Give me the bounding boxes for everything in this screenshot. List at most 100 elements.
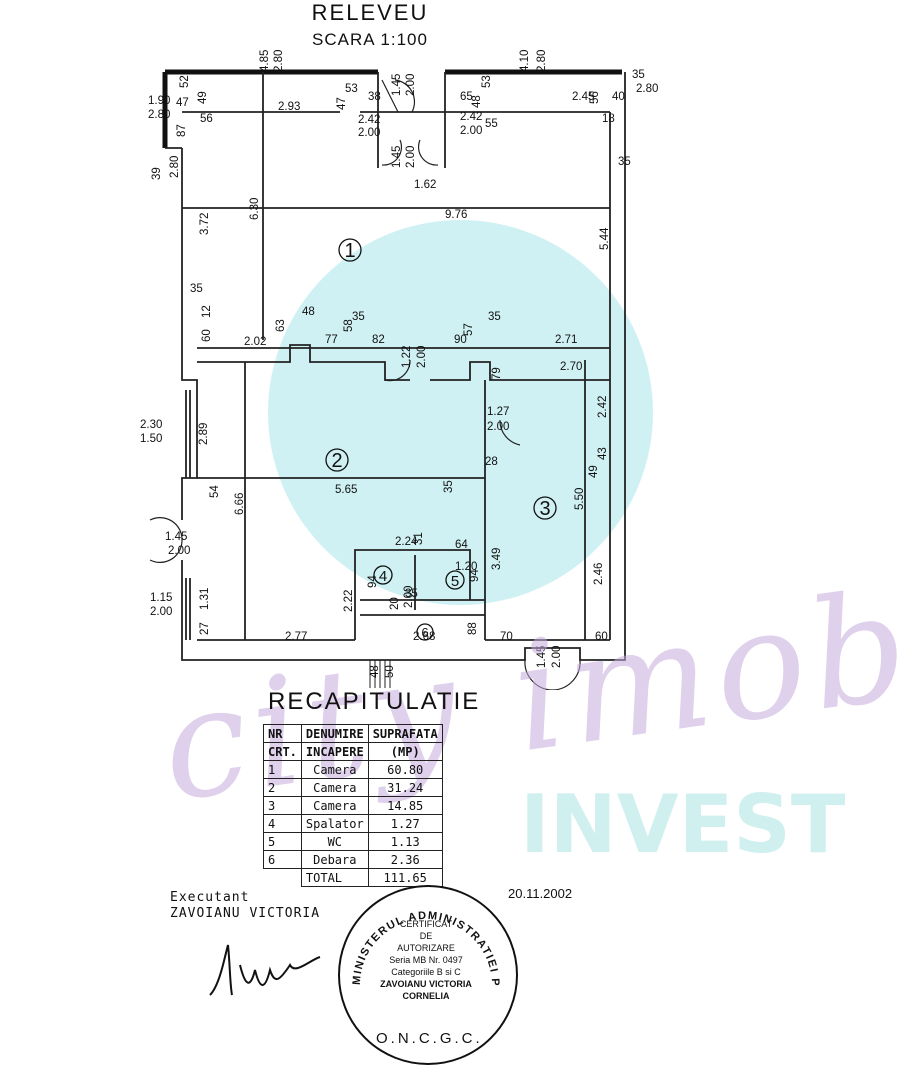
dimension-label: 1.20 — [455, 561, 477, 573]
dimension-label: 35 — [618, 156, 631, 168]
executant-name: ZAVOIANU VICTORIA — [170, 906, 321, 921]
dimension-label: 4.85 — [259, 50, 271, 72]
table-header-row: CRT. INCAPERE (MP) — [263, 742, 443, 761]
dimension-label: 47 — [176, 97, 189, 109]
dimension-label: 65 — [460, 91, 473, 103]
stamp-bottom-text: O.N.C.G.C. — [376, 1030, 483, 1047]
dimension-label: 64 — [455, 539, 468, 551]
dimension-label: 82 — [372, 334, 385, 346]
room-labels: 1 2 3 4 5 6 — [325, 238, 557, 641]
outer-walls — [162, 69, 626, 661]
dimension-label: 2.00 — [416, 346, 428, 368]
dimension-label: 70 — [500, 631, 513, 643]
dimension-label: 2.70 — [560, 361, 582, 373]
dimension-label: 50 — [384, 665, 396, 678]
dimension-label: 2.45 — [572, 91, 594, 103]
room-label: 5 — [451, 573, 459, 590]
dimension-label: 35 — [632, 69, 645, 81]
dimension-label: 35 — [190, 283, 203, 295]
dimension-label: 2.42 — [460, 111, 482, 123]
dimension-label: 1.62 — [414, 179, 436, 191]
room-label: 6 — [421, 625, 428, 640]
stamp-content: CERTIFICAT DE AUTORIZARE Seria MB Nr. 04… — [380, 919, 472, 1001]
dimension-label: 2.71 — [555, 334, 577, 346]
dimension-label: 53 — [345, 83, 358, 95]
dimension-label: 57 — [463, 323, 475, 336]
dimension-label: 35 — [405, 588, 418, 600]
recap-table: NR DENUMIRE SUPRAFATA CRT. INCAPERE (MP)… — [263, 724, 443, 887]
dimension-label: 2.02 — [244, 336, 266, 348]
dimension-label: 2.00 — [403, 586, 415, 608]
document-date: 20.11.2002 — [508, 886, 573, 901]
dimension-label: 6.66 — [234, 493, 246, 515]
dimension-label: 2.77 — [285, 631, 307, 643]
dimension-label: 58 — [343, 319, 355, 332]
dimension-label: 2.24 — [395, 536, 418, 548]
room-label: 1 — [344, 240, 355, 262]
dimension-label: 38 — [368, 91, 381, 103]
handwritten-signature — [209, 944, 321, 996]
dimension-label: 2.42 — [358, 114, 380, 126]
room-label: 2 — [331, 450, 342, 472]
dimension-label: 39 — [151, 167, 163, 180]
dimension-label: 52 — [179, 75, 191, 88]
dimension-label: 5.65 — [335, 484, 357, 496]
dimension-label: 40 — [612, 91, 625, 103]
dimension-label: 94 — [367, 575, 379, 588]
dimension-label: 88 — [467, 622, 479, 635]
dimension-label: 2.68 — [413, 631, 435, 643]
dimension-label: 35 — [488, 311, 501, 323]
dimension-label: 2.00 — [405, 74, 417, 96]
plan-scale: SCARA 1:100 — [312, 30, 428, 49]
dimension-label: 54 — [209, 485, 221, 498]
dimension-label: 1.22 — [401, 346, 413, 368]
dimension-label: 6.30 — [249, 198, 261, 220]
doors — [149, 79, 581, 690]
dimension-label: 48 — [369, 665, 381, 678]
dimension-label: 18 — [602, 113, 615, 125]
dimension-label: 56 — [200, 113, 213, 125]
dimension-label: 2.30 — [140, 419, 162, 431]
dimension-label: 3.72 — [199, 213, 211, 235]
dimension-label: 1.27 — [487, 406, 509, 418]
dimension-label: 1.90 — [148, 95, 170, 107]
dimension-label: 27 — [199, 622, 211, 635]
dimension-label: 35 — [352, 311, 365, 323]
dimension-label: 56 — [589, 91, 601, 104]
dimension-label: 35 — [443, 480, 455, 493]
dimension-label: 1.45 — [391, 146, 403, 168]
dimension-label: 87 — [176, 124, 188, 137]
dimension-label: 1.15 — [150, 592, 172, 604]
dimension-label: 49 — [197, 91, 209, 104]
dimension-label: 47 — [336, 97, 348, 110]
dimension-label: 79 — [491, 367, 503, 380]
dimension-label: 2.00 — [460, 125, 482, 137]
dimension-label: 2.89 — [198, 423, 210, 445]
dimension-label: 4.10 — [519, 50, 531, 72]
dimension-label: 1.45 — [536, 646, 548, 668]
dimension-label: 2.80 — [169, 156, 181, 178]
dimension-label: 31 — [413, 532, 425, 545]
dimension-label: 5.44 — [599, 227, 611, 250]
dimension-label: 60 — [201, 329, 213, 342]
dimension-label: 1.45 — [391, 74, 403, 96]
dimension-label: 1.45 — [165, 531, 187, 543]
executant-label: Executant — [170, 890, 250, 905]
dimension-label: 2.00 — [168, 545, 190, 557]
dimension-label: 20 — [389, 597, 401, 610]
dimension-label: 1.50 — [140, 433, 162, 445]
dimension-label: 90 — [454, 334, 467, 346]
dimension-label: 2.00 — [551, 646, 563, 668]
dimension-label: 2.00 — [405, 146, 417, 168]
dimension-label: 2.00 — [150, 606, 172, 618]
dimension-label: 55 — [485, 118, 498, 130]
room-label: 3 — [539, 498, 550, 520]
dimension-label: 2.80 — [148, 109, 170, 121]
dimension-label: 48 — [471, 95, 483, 108]
stamp-ring-text: MINISTERUL ADMINISTRATIEI PUBLICE — [338, 885, 500, 987]
table-header-row: NR DENUMIRE SUPRAFATA — [263, 724, 443, 743]
